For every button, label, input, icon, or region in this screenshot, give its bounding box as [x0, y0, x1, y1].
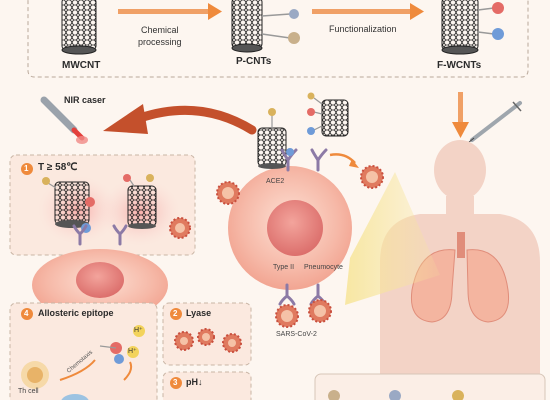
pneumocyte-nucleus — [267, 200, 323, 256]
th-cell-label: Th cell — [18, 388, 39, 395]
panel-1-nanotube-2 — [123, 174, 157, 229]
chemotaxis-arrows — [59, 359, 133, 381]
mwcnt-icon — [61, 0, 97, 55]
panel-3-number: 3 — [173, 378, 178, 387]
panel-2-badge — [170, 308, 182, 320]
proton-label-1: H⁺ — [134, 327, 143, 334]
f-wcnt-icon — [441, 0, 504, 55]
proton-icon-1 — [133, 325, 145, 337]
arrow-injection — [452, 92, 469, 138]
mwcnt-label: MWCNT — [62, 60, 101, 71]
virus-icon-panel-2-a — [174, 331, 194, 351]
p-cnt-icon — [231, 0, 300, 53]
epitope-molecule — [99, 342, 124, 364]
ace2-receptor-bottom — [278, 283, 327, 306]
panel-4-title: Allosteric epitope — [38, 308, 114, 318]
virus-icon-bottom-1 — [275, 304, 299, 328]
legend-dot-3 — [452, 390, 464, 400]
panel-3-title: pH↓ — [186, 377, 203, 387]
panel-4-badge — [21, 308, 33, 320]
p-cnts-label: P-CNTs — [236, 56, 272, 67]
arrow-return-curve — [103, 104, 257, 135]
arrow-chemical-processing — [118, 3, 222, 20]
zoom-beam — [345, 172, 440, 305]
panel-4-number: 4 — [24, 309, 29, 318]
panel-2-title: Lyase — [186, 308, 212, 318]
nir-laser-icon — [40, 96, 88, 144]
virus-icon-panel-2-c — [222, 333, 242, 353]
virus-icon-center-right — [360, 165, 384, 189]
arrow-functionalization — [312, 3, 424, 20]
immune-cell-2 — [61, 394, 89, 400]
virus-icon-center-left — [216, 181, 240, 205]
proton-label-2: H⁺ — [128, 348, 137, 355]
cell-type-label: Type II — [273, 264, 295, 271]
legend-dot-2 — [389, 390, 401, 400]
legend-frame — [314, 373, 546, 400]
proton-icon-2 — [127, 346, 139, 358]
cell-name-label: Pneumocyte — [304, 264, 343, 271]
virus-icon-bottom-2 — [308, 299, 332, 323]
process-frame — [27, 0, 529, 78]
virus-label: SARS-CoV-2 — [276, 331, 317, 338]
center-nanotube-2 — [307, 92, 349, 137]
panel-3-frame — [162, 371, 252, 400]
left-cell-nucleus — [76, 262, 124, 298]
panel-1-badge — [21, 163, 33, 175]
panel-2-number: 2 — [173, 309, 178, 318]
f-wcnts-label: F-WCNTs — [437, 60, 482, 71]
virus-icon-panel-1 — [169, 217, 191, 239]
ace2-label: ACE2 — [266, 178, 285, 185]
functionalization-label: Functionalization — [329, 24, 397, 34]
panel-1-number: 1 — [24, 164, 29, 173]
bound-ligand — [286, 148, 294, 156]
panel-3-badge — [170, 377, 182, 389]
panel-1-nanotube-1 — [42, 177, 95, 233]
center-nanotube-1 — [257, 108, 287, 169]
th-cell-icon — [21, 361, 49, 389]
chemical-processing-label: Chemical processing — [138, 25, 182, 47]
legend-dot-1 — [328, 390, 340, 400]
syringe-icon — [467, 101, 522, 144]
virus-icon-panel-2-b — [197, 328, 215, 346]
nir-laser-label: NIR caser — [64, 95, 106, 105]
panel-1-title: T ≥ 58℃ — [38, 162, 78, 173]
panel-1-receptors — [72, 224, 128, 246]
